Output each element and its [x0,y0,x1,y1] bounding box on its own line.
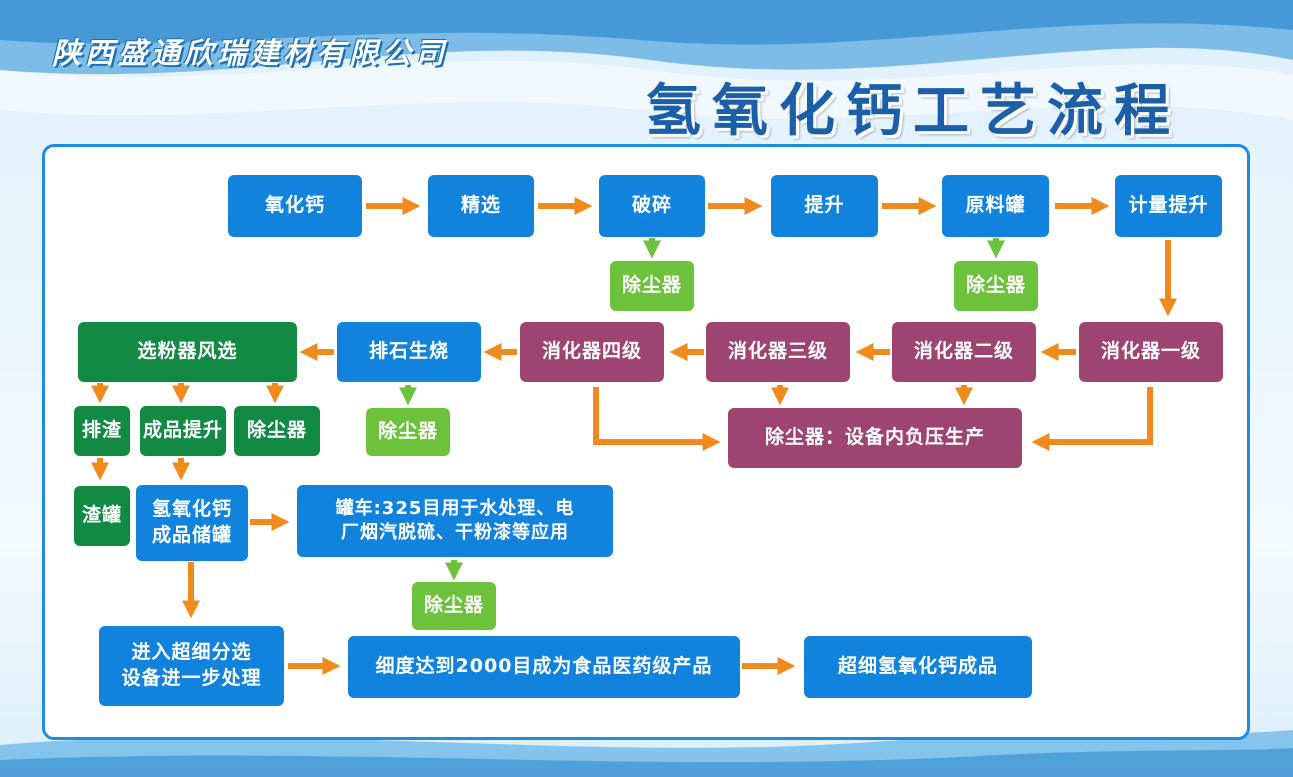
classifier-air-selection: 选粉器风选 [78,322,297,382]
dust-collector-crushing: 除尘器 [610,261,694,311]
page-title: 氢氧化钙工艺流程 [645,79,1181,144]
product-storage-tank: 氢氧化钙 成品储罐 [136,485,248,561]
dust-collector-classifier: 除尘器 [234,406,320,456]
process-step-calcium-oxide: 氧化钙 [228,175,362,237]
digester-level-4: 消化器四级 [520,322,664,382]
ultrafine-line-1: 进入超细分选 [131,641,252,664]
process-step-crushing: 破碎 [599,175,705,237]
slag-discharge: 排渣 [74,406,130,456]
digester-level-1: 消化器一级 [1079,322,1223,382]
fineness-food-pharma-grade: 细度达到2000目成为食品医药级产品 [348,636,740,698]
process-step-lift: 提升 [771,175,878,237]
ultrafine-separation: 进入超细分选 设备进一步处理 [99,626,284,706]
process-step-selection: 精选 [428,175,534,237]
storage-line-1: 氢氧化钙 [151,498,232,521]
arrow-15 [1031,387,1153,451]
company-name: 陕西盛通欣瑞建材有限公司 [52,36,449,70]
ultrafine-line-2: 设备进一步处理 [121,667,262,689]
ultrafine-final-product: 超细氢氧化钙成品 [804,636,1032,698]
tanker-application: 罐车:325目用于水处理、电 厂烟汽脱硫、干粉漆等应用 [297,485,613,557]
slag-tank: 渣罐 [74,486,130,546]
arrow-14 [593,387,721,451]
dust-collector-raw-tank: 除尘器 [954,261,1038,311]
digester-level-2: 消化器二级 [892,322,1036,382]
dust-collector-negative-pressure: 除尘器：设备内负压生产 [728,408,1022,468]
digester-level-3: 消化器三级 [706,322,850,382]
stone-removal: 排石生烧 [337,322,481,382]
product-lift: 成品提升 [140,406,226,456]
process-step-metered-lift: 计量提升 [1115,175,1222,237]
process-step-raw-tank: 原料罐 [942,175,1049,237]
dust-collector-tanker: 除尘器 [412,582,496,630]
storage-line-2: 成品储罐 [151,524,232,546]
tanker-line-2: 厂烟汽脱硫、干粉漆等应用 [341,522,569,543]
tanker-line-1: 罐车:325目用于水处理、电 [335,497,575,519]
dust-collector-stone-removal: 除尘器 [366,408,450,456]
